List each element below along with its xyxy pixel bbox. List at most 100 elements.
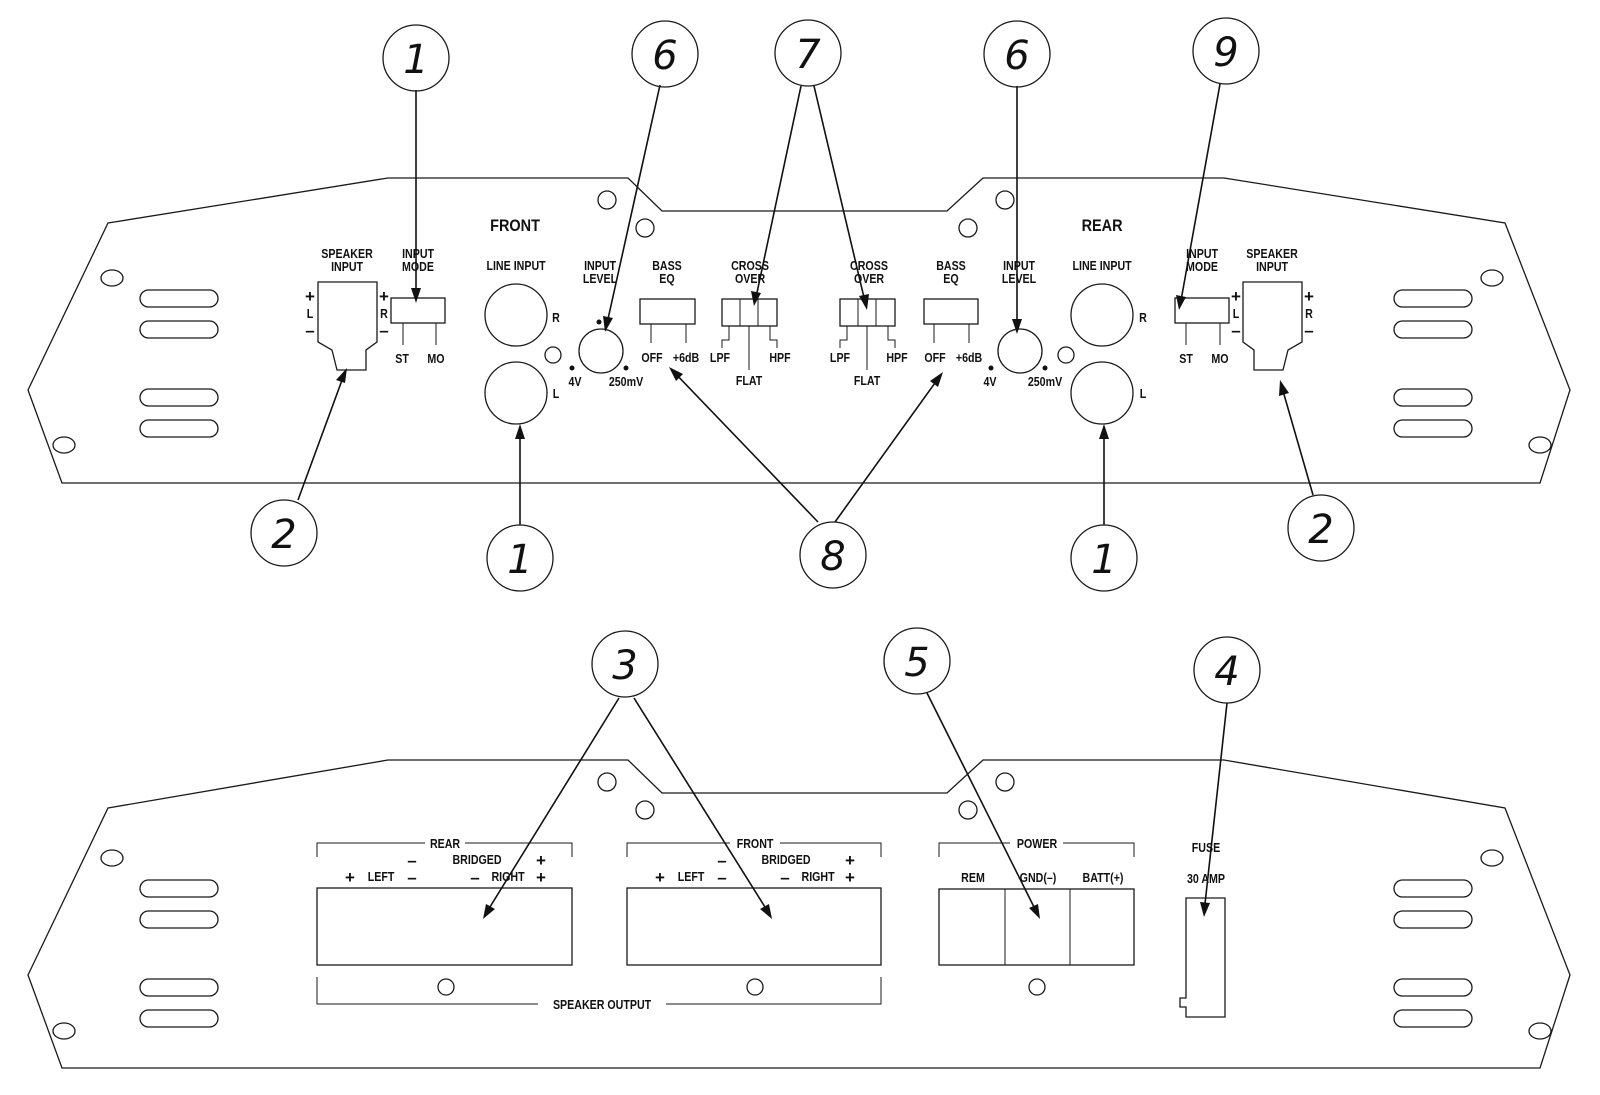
spk-out-rear-terminal[interactable]	[316, 887, 573, 966]
rear-title: REAR	[1082, 217, 1123, 235]
spk-out-front-label: FRONT	[737, 836, 774, 851]
spk-out-front-bridged: BRIDGED	[761, 852, 810, 867]
rear-input-mode-switch[interactable]	[1174, 297, 1230, 324]
mounting-holes-top	[52, 190, 1552, 454]
power-block: POWER REM GND(–) BATT(+)	[938, 836, 1135, 996]
callout-1-mid-left: 1	[486, 524, 554, 592]
rear-crossover-label: CROSS	[850, 258, 888, 273]
rear-input-level-knob[interactable]	[997, 328, 1043, 374]
rear-input-mode: INPUT MODE ST MO	[1174, 246, 1230, 366]
front-line-input: LINE INPUT R L	[484, 258, 562, 425]
callout-8-number: 8	[820, 534, 845, 580]
callout-9: 9	[1192, 17, 1260, 85]
front-input-level-label-2: LEVEL	[583, 271, 617, 286]
front-line-input-r-jack[interactable]	[484, 283, 548, 347]
front-line-input-l-jack[interactable]	[484, 361, 548, 425]
fuse-holder[interactable]	[1179, 897, 1226, 1018]
rear-speaker-input-connector[interactable]	[1242, 281, 1303, 371]
power-rem-label: REM	[961, 870, 985, 885]
rear-section: REAR CROSS OVER LPF HPF FLAT BASS EQ	[830, 217, 1314, 425]
callout-1-mid-right-number: 1	[1091, 537, 1116, 583]
rear-speaker-input: SPEAKER INPUT + L – + R –	[1231, 246, 1314, 371]
front-input-mode-switch[interactable]	[390, 297, 446, 324]
rear-xo-hpf: HPF	[886, 350, 907, 365]
rear-bass-eq-switch[interactable]	[923, 298, 979, 325]
rear-left-label: LEFT	[368, 869, 395, 884]
front-spk-l-plus: +	[305, 287, 315, 306]
rear-mode-mo: MO	[1211, 351, 1228, 366]
callout-3: 3	[591, 630, 659, 698]
rear-line-input-r-jack[interactable]	[1070, 283, 1134, 347]
front-input-mode: INPUT MODE ST MO	[390, 246, 446, 366]
front-spk-l-label: L	[307, 306, 314, 321]
front-title: FRONT	[490, 217, 540, 235]
rear-xo-lpf: LPF	[830, 350, 850, 365]
rear-eq-off: OFF	[924, 350, 945, 365]
callout-2-left-number: 2	[271, 512, 296, 558]
bottom-panel: REAR BRIDGED – + + LEFT – – RIGHT + FRON…	[27, 759, 1571, 1069]
front-line-r: R	[552, 310, 560, 325]
callout-6-right: 6	[983, 20, 1051, 88]
front-bass-eq: BASS EQ OFF +6dB	[639, 258, 700, 365]
rear-bridged-plus: +	[536, 851, 546, 870]
front-input-level: INPUT LEVEL 4V 250mV	[568, 258, 643, 389]
front-crossover-label: CROSS	[731, 258, 769, 273]
front-speaker-input-connector[interactable]	[317, 281, 378, 371]
front-input-level-knob[interactable]	[578, 328, 624, 374]
callout-2-right: 2	[1287, 494, 1355, 562]
front-xo-lpf: LPF	[710, 350, 730, 365]
front-level-max: 250mV	[609, 374, 643, 389]
callout-4-number: 4	[1214, 649, 1239, 695]
speaker-output-label: SPEAKER OUTPUT	[553, 997, 652, 1012]
front-right-label: RIGHT	[802, 869, 836, 884]
rear-crossover-label-2: OVER	[854, 271, 885, 286]
rear-spk-l-minus: –	[1231, 321, 1240, 340]
rear-input-mode-label-2: MODE	[1186, 259, 1218, 274]
front-speaker-input: SPEAKER INPUT + L – + R –	[305, 246, 389, 371]
rear-line-r: R	[1139, 310, 1147, 325]
callout-2-left: 2	[250, 499, 318, 567]
rear-input-level: INPUT LEVEL 4V 250mV	[983, 258, 1062, 389]
front-mode-st: ST	[395, 351, 409, 366]
spk-out-front-terminal[interactable]	[626, 887, 882, 966]
fuse-block: FUSE 30 AMP	[1179, 840, 1226, 1018]
front-crossover-switch[interactable]	[721, 298, 778, 327]
callout-7-number: 7	[795, 32, 821, 78]
front-line-input-label: LINE INPUT	[486, 258, 546, 273]
callout-arrows	[297, 83, 1314, 919]
callout-9-number: 9	[1213, 30, 1238, 76]
callouts: 1 6 7 6 9 2 1 8	[250, 17, 1355, 919]
callout-7: 7	[774, 19, 842, 87]
spk-out-rear-bridged: BRIDGED	[452, 852, 501, 867]
rear-level-min: 4V	[983, 374, 996, 389]
top-panel-outline	[27, 177, 1571, 484]
rear-line-input-l-jack[interactable]	[1070, 361, 1134, 425]
front-bridged-minus: –	[717, 851, 726, 870]
rear-left-minus: –	[407, 868, 416, 887]
rear-right-minus: –	[470, 868, 479, 887]
callout-5: 5	[883, 627, 951, 695]
vent-slots-bottom	[139, 879, 1473, 1028]
callout-1-mid-right: 1	[1070, 524, 1138, 592]
front-input-level-label: INPUT	[584, 258, 617, 273]
rear-spk-r-minus: –	[1304, 321, 1313, 340]
speaker-output-front: FRONT BRIDGED – + + LEFT – – RIGHT +	[626, 836, 882, 966]
front-eq-off: OFF	[641, 350, 662, 365]
front-left-minus: –	[717, 868, 726, 887]
front-crossover-label-2: OVER	[735, 271, 766, 286]
rear-speaker-input-label-2: INPUT	[1256, 259, 1289, 274]
front-spk-r-label: R	[380, 306, 388, 321]
rear-speaker-input-label: SPEAKER	[1246, 246, 1298, 261]
front-speaker-input-label: SPEAKER	[321, 246, 373, 261]
rear-line-input-label: LINE INPUT	[1072, 258, 1132, 273]
front-mode-mo: MO	[427, 351, 444, 366]
rear-spk-r-plus: +	[1304, 287, 1314, 306]
callout-6-left: 6	[631, 20, 699, 88]
power-terminal[interactable]	[938, 888, 1135, 966]
rear-left-plus: +	[345, 868, 355, 887]
front-crossover: CROSS OVER LPF HPF FLAT	[710, 258, 791, 388]
front-left-label: LEFT	[678, 869, 705, 884]
callout-2-right-number: 2	[1308, 507, 1333, 553]
callout-6-right-number: 6	[1004, 33, 1029, 79]
front-bass-eq-switch[interactable]	[639, 298, 696, 325]
